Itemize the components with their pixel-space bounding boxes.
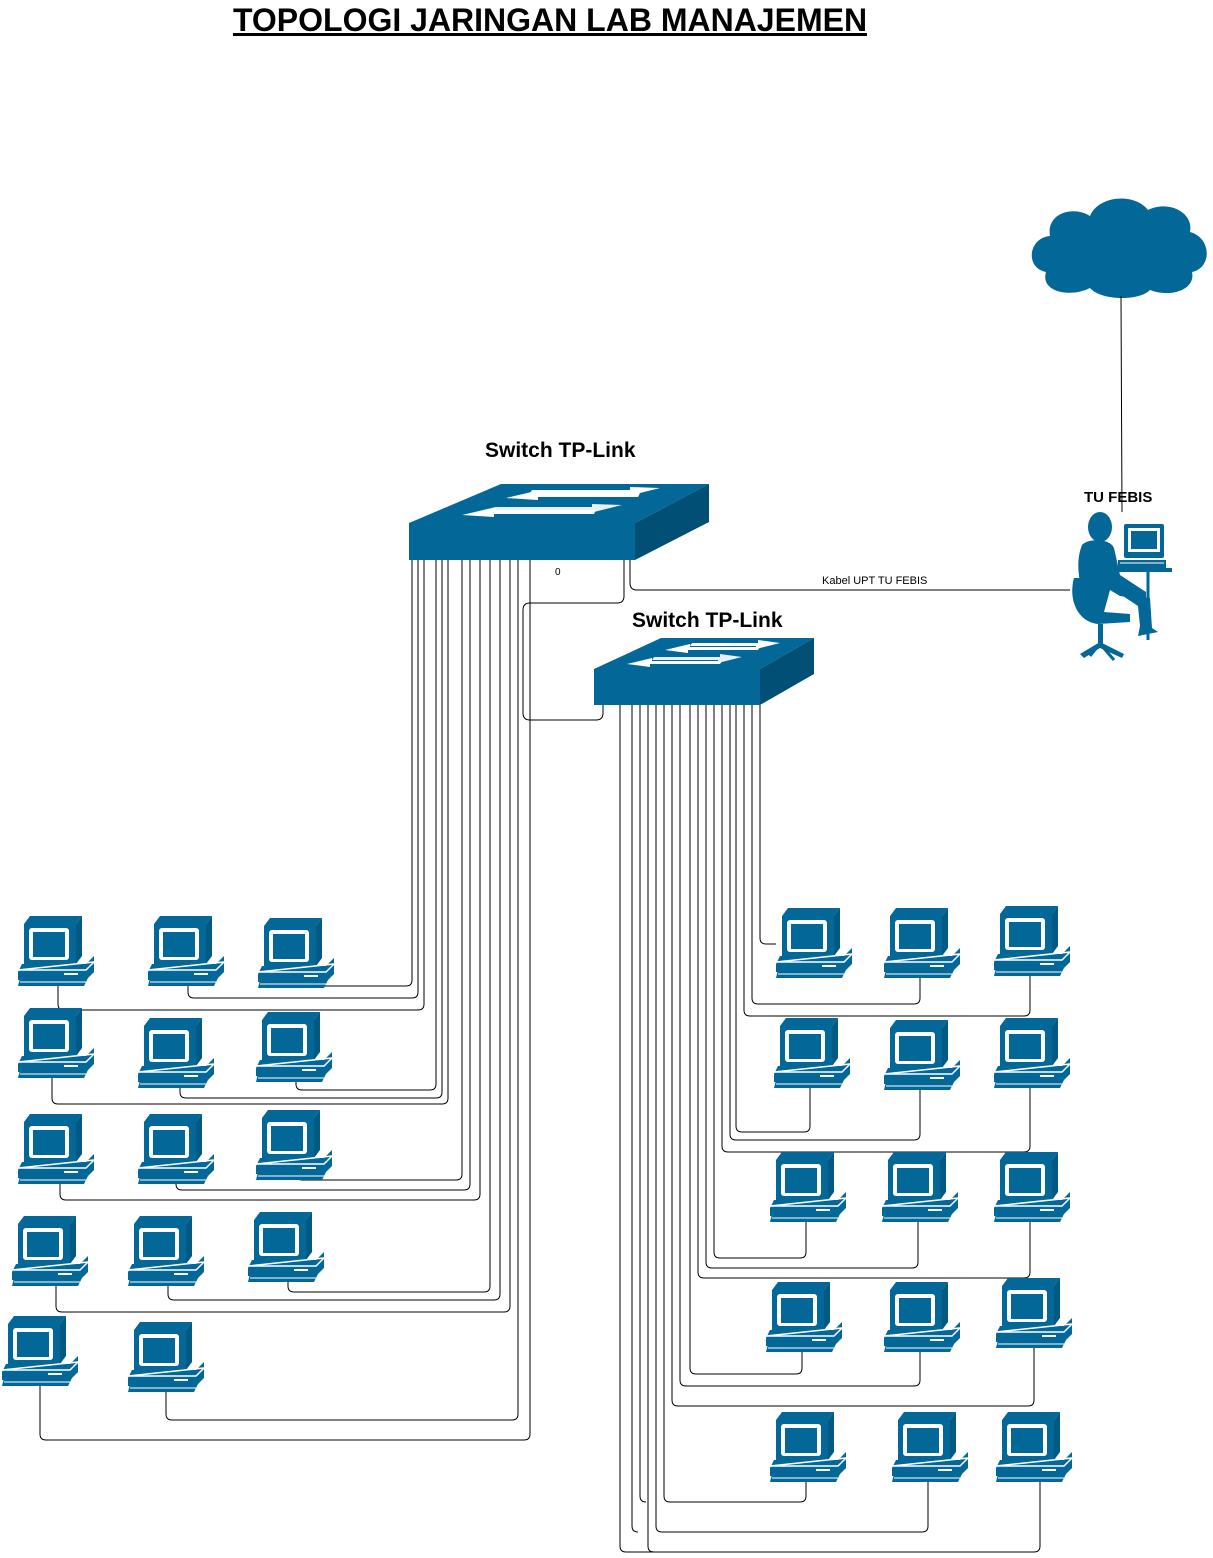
port-marker-label: 0 [555, 567, 561, 578]
workstation-icon [147, 915, 225, 987]
workstation-icon [883, 1281, 961, 1353]
lan-cable [631, 705, 639, 1533]
workstation-icon [17, 1007, 95, 1079]
lan-cable [735, 705, 811, 1133]
workstation-icon [137, 1113, 215, 1185]
internet-cable [1120, 295, 1123, 513]
lan-cable [295, 560, 463, 1181]
workstation-icon [17, 915, 95, 987]
workstation-icon [995, 1277, 1073, 1349]
uplink-cable-label: Kabel UPT TU FEBIS [822, 575, 928, 587]
lan-cable [187, 560, 419, 999]
switch-main-icon [409, 484, 709, 560]
workstation-icon [993, 1151, 1071, 1223]
uplink-cable [629, 560, 1070, 591]
workstation-icon [769, 1151, 847, 1223]
workstation-icon [773, 1017, 851, 1089]
lan-cable [165, 560, 519, 1421]
lan-cable [647, 705, 1041, 1553]
workstation-icon [995, 1411, 1073, 1483]
lan-cable [175, 560, 471, 1191]
workstation-icon [993, 1017, 1071, 1089]
lan-cable [713, 705, 807, 1259]
workstation-icon [137, 1017, 215, 1089]
switch-secondary-icon [594, 638, 814, 705]
workstation-icon [765, 1281, 843, 1353]
lan-cable [167, 560, 501, 1301]
workstation-icon [127, 1321, 205, 1393]
lan-cable [287, 560, 491, 1293]
workstation-icon [247, 1211, 325, 1283]
lan-cable [55, 560, 511, 1313]
lan-cable [705, 705, 919, 1269]
workstation-icon [993, 905, 1071, 977]
lan-cable [39, 560, 531, 1441]
lan-cable [697, 705, 1031, 1279]
workstation-icon [881, 1151, 959, 1223]
lan-cable [663, 705, 807, 1503]
lan-cable [179, 560, 443, 1099]
workstation-icon [257, 917, 335, 989]
workstation-icon [883, 907, 961, 979]
workstation-icon [255, 1109, 333, 1181]
lan-cable [655, 705, 929, 1533]
workstations [1, 905, 1073, 1483]
workstation-icon [775, 907, 853, 979]
lan-cable [59, 560, 481, 1201]
workstation-icon [891, 1411, 969, 1483]
lan-cable [679, 705, 921, 1387]
cloud-icon [1031, 198, 1207, 299]
lan-cable [57, 560, 425, 1011]
workstation-icon [127, 1215, 205, 1287]
workstation-icon [17, 1113, 95, 1185]
lan-cable [671, 705, 1035, 1407]
user-at-computer-icon [1072, 512, 1172, 661]
lan-cable [51, 560, 449, 1105]
workstation-icon [1, 1315, 79, 1387]
lan-cable [729, 705, 921, 1141]
lan-cable [619, 705, 1034, 1553]
workstation-icon [255, 1011, 333, 1083]
lan-cable [751, 705, 921, 1005]
lan-cable [295, 560, 437, 1091]
lan-cable [721, 705, 1031, 1153]
switch-main-label: Switch TP-Link [485, 439, 636, 462]
workstation-icon [11, 1215, 89, 1287]
workstation-icon [883, 1019, 961, 1091]
lan-cable [743, 705, 1031, 1017]
lan-cable [639, 705, 647, 1503]
lan-cable [759, 705, 776, 945]
lan-cable [689, 705, 803, 1375]
operator-label: TU FEBIS [1084, 489, 1153, 506]
switch-secondary-label: Switch TP-Link [632, 609, 783, 632]
workstation-icon [769, 1411, 847, 1483]
page-title: TOPOLOGI JARINGAN LAB MANAJEMEN [232, 2, 868, 38]
trunk-cable [522, 560, 625, 721]
